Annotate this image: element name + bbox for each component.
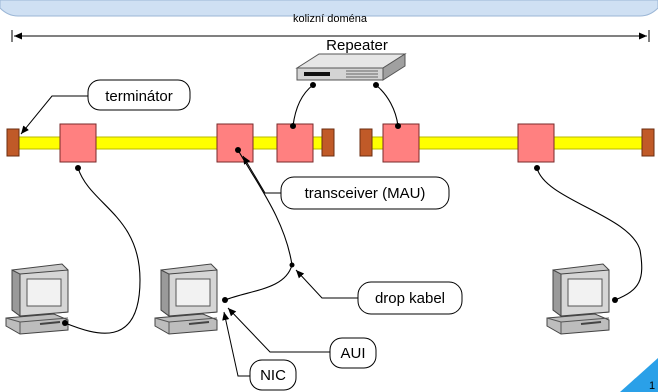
svg-text:transceiver (MAU): transceiver (MAU) [305, 185, 426, 202]
computer-icon-3 [546, 263, 610, 335]
collision-domain-label: kolizní doména [293, 13, 368, 25]
transceiver-3 [517, 123, 555, 163]
computer-icon-2 [154, 263, 218, 335]
transceivers [59, 123, 555, 163]
transceiver-2 [216, 123, 254, 163]
cable-segment-right [359, 128, 655, 157]
terminator-left [6, 128, 20, 157]
svg-text:AUI: AUI [340, 345, 365, 362]
slide-corner [620, 358, 658, 392]
callout-aui: AUI [329, 337, 377, 369]
transceiver-repeater-left [276, 123, 314, 163]
computer-icon-1 [5, 263, 69, 335]
connection-dots [62, 82, 618, 326]
transceiver-1 [59, 123, 97, 163]
repeater-label: Repeater [326, 37, 388, 54]
repeater-icon [295, 53, 407, 81]
svg-text:terminátor: terminátor [105, 88, 173, 105]
page-number: 1 [649, 380, 655, 392]
callout-transceiver: transceiver (MAU) [280, 176, 450, 210]
terminator-mid-left [321, 128, 335, 157]
callout-terminator: terminátor [87, 79, 191, 111]
transceiver-repeater-right [382, 123, 420, 163]
callout-pointers [20, 95, 358, 377]
terminator-mid-right [359, 128, 373, 157]
callout-drop-cable: drop kabel [357, 281, 463, 315]
terminator-right [641, 128, 655, 157]
svg-text:drop kabel: drop kabel [375, 290, 445, 307]
collision-domain-span: kolizní doména [11, 13, 650, 42]
callout-nic: NIC [249, 359, 297, 391]
svg-text:NIC: NIC [260, 367, 286, 384]
header-bar [0, 0, 658, 17]
